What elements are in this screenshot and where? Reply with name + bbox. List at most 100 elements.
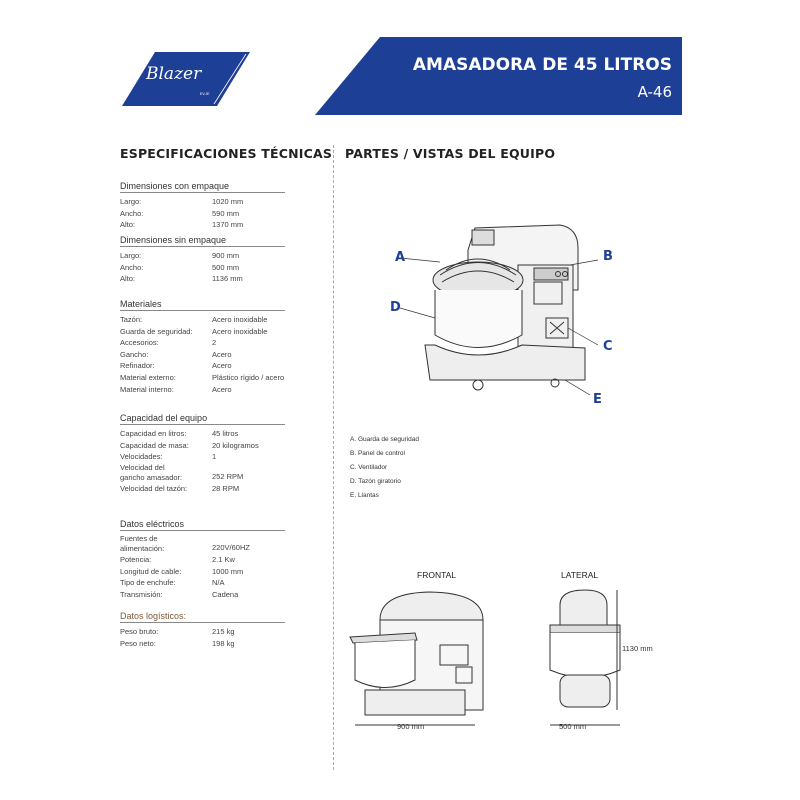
spec-label: Material externo:	[120, 372, 176, 382]
spec-row: Accesorios: 2	[120, 337, 285, 349]
parts-legend: A. Guarda de seguridad B. Panel de contr…	[350, 433, 419, 503]
spec-row: Fuentes de alimentación: 220V/60HZ	[120, 534, 285, 554]
header-graphics	[122, 37, 682, 115]
spec-value: 900 mm	[212, 251, 240, 260]
spec-label: Accesorios:	[120, 338, 159, 348]
model-number: A-46	[637, 83, 672, 101]
spec-value: 2	[212, 338, 217, 348]
spec-value: 2.1 Kw	[212, 555, 235, 564]
spec-value: 28 RPM	[212, 483, 240, 493]
spec-label: Peso bruto:	[120, 627, 159, 636]
section-title: Dimensiones con empaque	[120, 181, 285, 193]
legend-item: A. Guarda de seguridad	[350, 436, 420, 443]
frontal-width: 900 mm	[397, 722, 425, 731]
spec-label: Capacidad de masa:	[120, 440, 189, 450]
parts-heading: PARTES / VISTAS DEL EQUIPO	[345, 146, 556, 161]
lateral-label: LATERAL	[561, 570, 599, 580]
spec-label: Alto:	[120, 220, 136, 230]
spec-row: Peso bruto:215 kg	[120, 626, 285, 638]
spec-value: 1000 mm	[212, 566, 244, 576]
spec-label: Velocidad del gancho amasador:	[120, 462, 183, 482]
section-title: Datos logísticos:	[120, 611, 285, 623]
spec-value: Plástico rígido / acero	[212, 372, 285, 382]
spec-row: Refinador: Acero	[120, 360, 285, 372]
spec-label: Tipo de enchufe:	[120, 578, 176, 588]
spec-label: Largo:	[120, 251, 142, 260]
spec-value: 500 mm	[212, 262, 240, 272]
spec-label: Largo:	[120, 197, 142, 206]
spec-value: 45 litros	[212, 429, 239, 438]
spec-row: Peso neto: 198 kg	[120, 638, 285, 650]
spec-row: Guarda de seguridad: Acero inoxidable	[120, 326, 285, 338]
height-dimension: 1130 mm	[622, 644, 653, 653]
spec-row: Ancho: 500 mm	[120, 262, 285, 274]
spec-label: Capacidad en litros:	[120, 429, 187, 438]
spec-row: Velocidades: 1	[120, 451, 285, 463]
spec-row: Velocidad del tazón: 28 RPM	[120, 483, 285, 495]
spec-label: Guarda de seguridad:	[120, 326, 193, 336]
spec-row: Longitud de cable: 1000 mm	[120, 566, 285, 578]
spec-value: N/A	[212, 578, 225, 588]
frontal-label: FRONTAL	[417, 570, 457, 580]
spec-label: Ancho:	[120, 262, 144, 272]
legend-item: D. Tazón giratorio	[350, 478, 401, 485]
spec-row: Gancho:Acero	[120, 349, 285, 361]
spec-row: Capacidad en litros: 45 litros	[120, 428, 285, 440]
logo-sub: EV.JE	[200, 92, 210, 96]
spec-label: Peso neto:	[120, 638, 156, 648]
logo: Blazer	[146, 64, 202, 84]
spec-value: 220V/60HZ	[212, 543, 250, 553]
spec-value: Acero	[212, 361, 232, 371]
spec-label: Refinador:	[120, 361, 155, 371]
spec-label: Ancho:	[120, 208, 144, 218]
views-drawing	[349, 589, 621, 726]
section-title: Dimensiones sin empaque	[120, 235, 285, 247]
specs-heading: ESPECIFICACIONES TÉCNICAS	[120, 146, 333, 161]
mixer-main-drawing	[400, 224, 599, 395]
spec-label: Tazón:	[120, 315, 143, 324]
spec-row: Transmisión: Cadena	[120, 589, 285, 601]
spec-value: 590 mm	[212, 208, 240, 218]
logo-shape	[122, 52, 250, 106]
spec-value: Acero	[212, 384, 232, 394]
spec-label: Velocidades:	[120, 452, 163, 462]
spec-value: Acero inoxidable	[212, 315, 268, 324]
section-title: Materiales	[120, 299, 285, 311]
spec-row: Alto:1136 mm	[120, 273, 285, 285]
spec-value: Acero	[212, 349, 232, 359]
spec-row: Ancho: 590 mm	[120, 208, 285, 220]
spec-label: Velocidad del tazón:	[120, 483, 188, 493]
spec-value: 1136 mm	[212, 274, 243, 284]
spec-row: Potencia: 2.1 Kw	[120, 554, 285, 566]
spec-row: Tipo de enchufe: N/A	[120, 577, 285, 589]
product-title: AMASADORA DE 45 LITROS	[412, 55, 672, 75]
spec-label: Fuentes de alimentación:	[120, 534, 165, 553]
lateral-width: 500 mm	[559, 722, 587, 731]
spec-row: Tazón: Acero inoxidable	[120, 314, 285, 326]
spec-label: Material interno:	[120, 384, 174, 394]
spec-row: Largo: 1020 mm	[120, 196, 285, 208]
spec-value: 198 kg	[212, 638, 235, 648]
section-title: Datos eléctricos	[120, 519, 285, 531]
spec-value: 1	[212, 452, 217, 462]
spec-label: Transmisión:	[120, 589, 163, 599]
callout-c: C	[603, 339, 613, 354]
spec-label: Longitud de cable:	[120, 566, 182, 576]
spec-value: Acero inoxidable	[212, 326, 268, 336]
spec-value: Cadena	[212, 589, 239, 599]
legend-item: B. Panel de control	[350, 450, 405, 457]
spec-value: 20 kilogramos	[212, 440, 259, 450]
spec-row: Alto:1370 mm	[120, 219, 285, 231]
spec-row: Largo: 900 mm	[120, 250, 285, 262]
section-title: Capacidad del equipo	[120, 413, 285, 425]
callout-a: A	[395, 250, 406, 265]
callout-e: E	[593, 392, 602, 407]
spec-value: 1020 mm	[212, 197, 244, 206]
spec-label: Potencia:	[120, 555, 152, 564]
spec-row: Capacidad de masa: 20 kilogramos	[120, 440, 285, 452]
